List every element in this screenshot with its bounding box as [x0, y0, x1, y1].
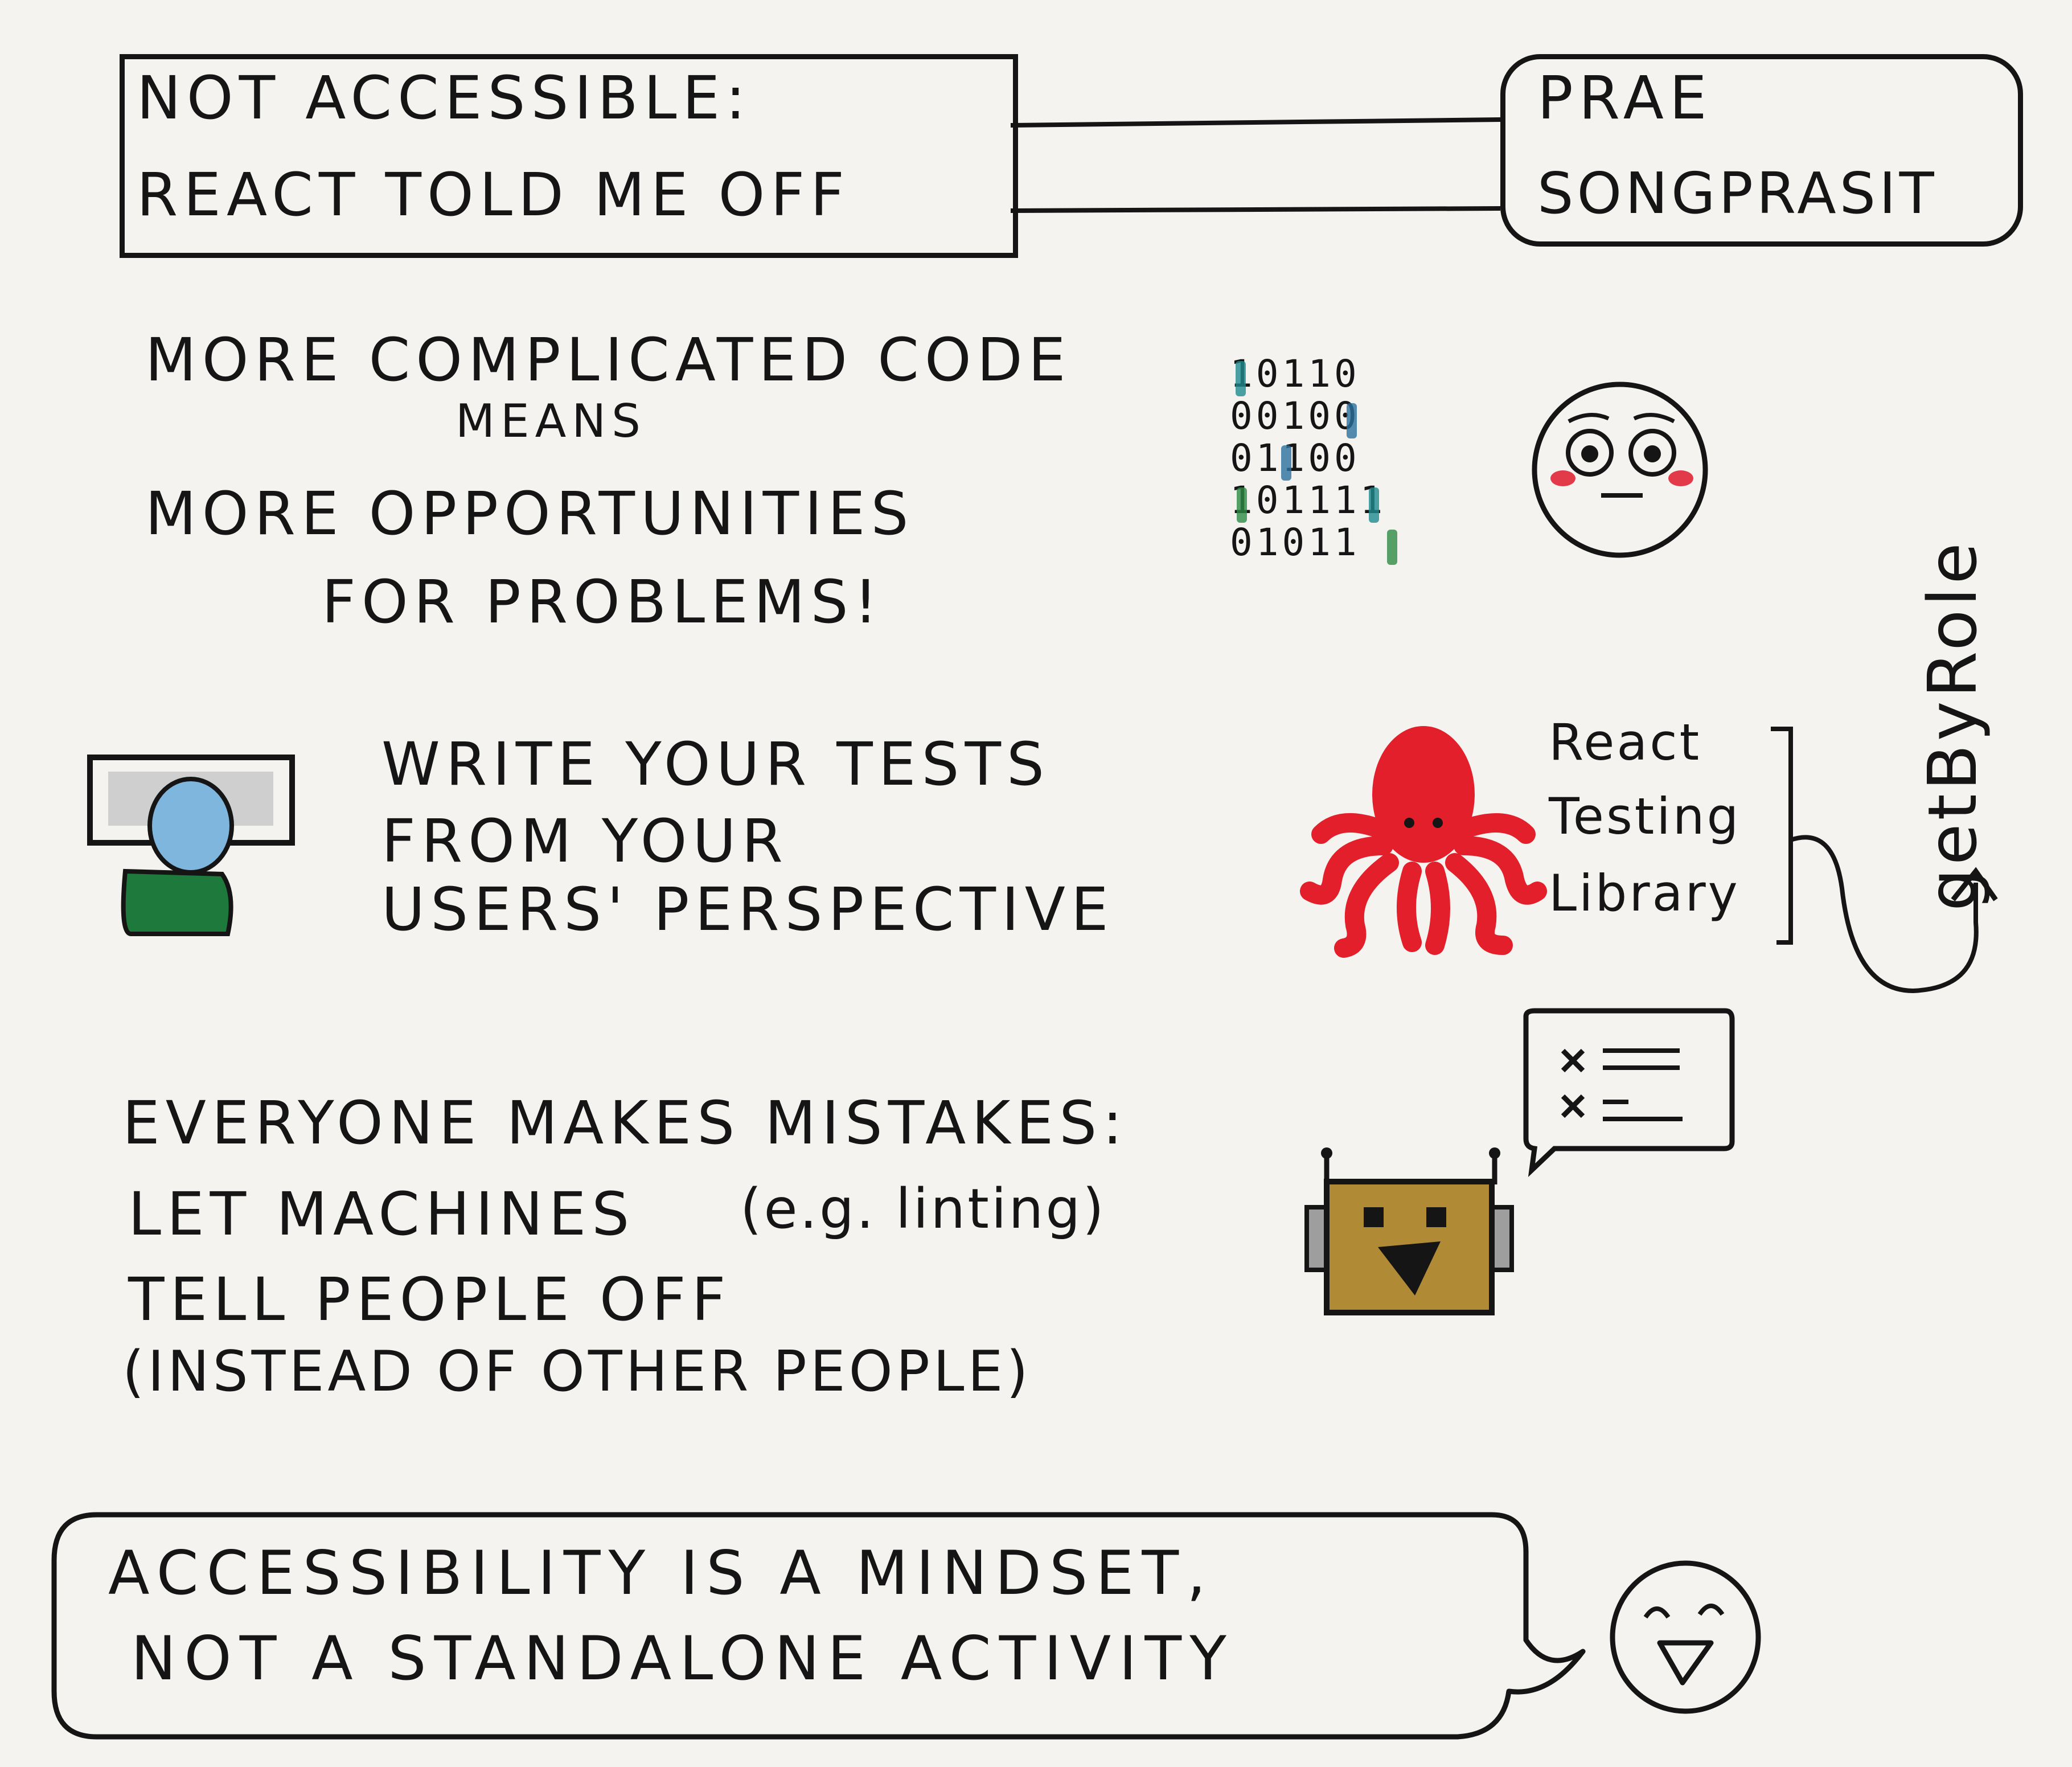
user-at-screen-icon: [87, 755, 295, 936]
connector-lines: [1010, 117, 1501, 213]
binary-code-icon: 10110 00100 01100 101111 01011: [1230, 353, 1446, 581]
speaker-last-name: SONGPRASIT: [1537, 160, 1938, 227]
library-name-line-2: Testing: [1549, 787, 1741, 846]
point1-line-3: MORE OPPORTUNITIES: [145, 479, 914, 548]
checklist-icon: [1523, 1008, 1735, 1178]
title-line-2: REACT TOLD ME OFF: [137, 160, 850, 229]
binary-row: 00100: [1230, 394, 1360, 438]
point3-line-2-caps: LET MACHINES: [128, 1179, 635, 1249]
conclusion-line-2: NOT A STANDALONE ACTIVITY: [131, 1623, 1234, 1694]
binary-row: 01011: [1230, 520, 1360, 564]
octopus-icon: [1300, 726, 1547, 958]
library-name-line-1: React: [1549, 713, 1702, 772]
point3-line-1: EVERYONE MAKES MISTAKES:: [122, 1088, 1129, 1158]
speaker-first-name: PRAE: [1537, 63, 1713, 133]
point1-line-2: MEANS: [456, 395, 646, 448]
binary-row: 10110: [1230, 352, 1360, 396]
bracket-arrow: [1771, 727, 1998, 994]
worried-face-icon: [1532, 382, 1708, 558]
title-line-1: NOT ACCESSIBLE:: [137, 63, 752, 133]
conclusion-line-1: ACCESSIBILITY IS A MINDSET,: [108, 1538, 1214, 1608]
conclusion-speech-bubble: [51, 1512, 1586, 1740]
point3-line-4: (INSTEAD OF OTHER PEOPLE): [122, 1339, 1032, 1404]
point2-line-3: USERS' PERSPECTIVE: [381, 875, 1114, 944]
robot-icon: [1304, 1147, 1514, 1315]
speaker-box: [1500, 54, 2023, 247]
binary-row: 101111: [1230, 478, 1386, 522]
point1-line-1: MORE COMPLICATED CODE: [145, 325, 1072, 395]
point1-line-4: FOR PROBLEMS!: [322, 567, 884, 637]
binary-row: 01100: [1230, 436, 1360, 480]
binary-highlights: [1236, 361, 1397, 565]
point3-line-3: TELL PEOPLE OFF: [128, 1265, 732, 1334]
title-box: [120, 54, 1018, 258]
point2-line-1: WRITE YOUR TESTS: [381, 729, 1050, 799]
smiling-face-icon: [1610, 1560, 1761, 1714]
library-name-line-3: Library: [1549, 864, 1740, 923]
point2-line-2: FROM YOUR: [381, 806, 789, 876]
point3-line-2-example: (e.g. linting): [740, 1177, 1106, 1241]
